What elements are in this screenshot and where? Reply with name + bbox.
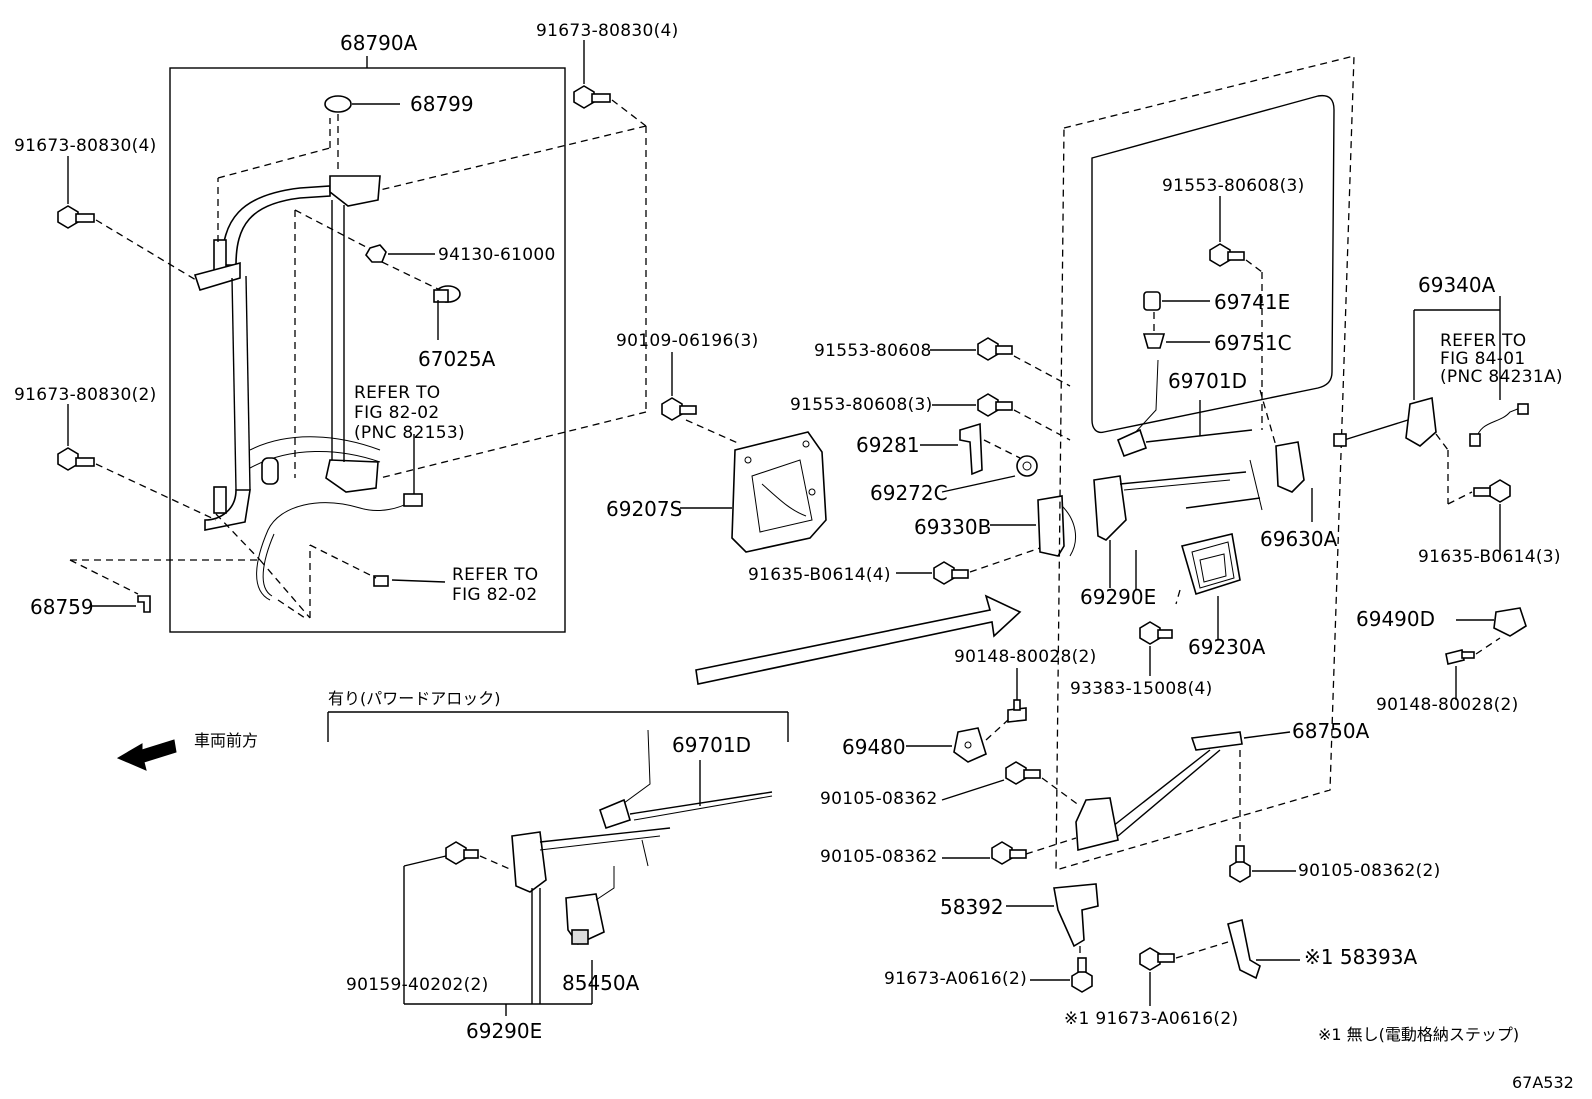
actuator-85450A xyxy=(565,893,605,946)
label-vehicle-front: 車両前方 xyxy=(194,731,258,750)
refer-82-02-b-line1: REFER TO xyxy=(452,565,538,585)
inset-power-lock xyxy=(327,711,789,1016)
bolt-91553-80608-3-mid xyxy=(977,393,1013,417)
clip-69751C xyxy=(1142,333,1166,349)
screw-90148-80028-right xyxy=(1445,649,1475,665)
part-69490D xyxy=(1493,607,1527,637)
label-68799: 68799 xyxy=(410,92,474,116)
label-68750A: 68750A xyxy=(1292,719,1370,743)
rail-tube xyxy=(221,185,331,266)
refer-84-01-line2: FIG 84-01 xyxy=(1440,349,1525,369)
stay-68750A xyxy=(1075,731,1243,852)
label-90148-80028-2-mid: 90148-80028(2) xyxy=(954,647,1097,667)
note-power-lock: 有り(パワードアロック) xyxy=(328,689,501,708)
label-90105-08362-a: 90105-08362 xyxy=(820,789,938,809)
label-90159-40202-2: 90159-40202(2) xyxy=(346,975,489,995)
wire-harness xyxy=(256,501,411,601)
bolt-91673-A0616-a xyxy=(1071,957,1093,993)
label-69480: 69480 xyxy=(842,735,906,759)
bolt-91673-80830-top xyxy=(573,85,611,109)
refer-82-02-a-line2: FIG 82-02 xyxy=(354,403,439,423)
label-93383-15008-4: 93383-15008(4) xyxy=(1070,679,1213,699)
label-69741E: 69741E xyxy=(1214,290,1290,314)
nut-94130-61000 xyxy=(365,244,387,263)
bolt-91673-80830-upper-left xyxy=(57,205,95,229)
label-90105-08362-2: 90105-08362(2) xyxy=(1298,861,1441,881)
label-68790A: 68790A xyxy=(340,31,418,55)
bracket-58393A xyxy=(1227,918,1261,980)
plate-69480 xyxy=(953,727,987,763)
label-69340A: 69340A xyxy=(1418,273,1496,297)
label-90148-80028-2-right: 90148-80028(2) xyxy=(1376,695,1519,715)
refer-84-01-line1: REFER TO xyxy=(1440,331,1526,351)
label-91553-80608-3-mid: 91553-80608(3) xyxy=(790,395,933,415)
clip-69741E xyxy=(1143,291,1161,311)
bolt-90105-08362-a xyxy=(1005,761,1041,785)
label-69330B: 69330B xyxy=(914,515,991,539)
bolt-91673-80830-lower-left xyxy=(57,447,95,471)
label-91553-80608-3-top: 91553-80608(3) xyxy=(1162,176,1305,196)
screw-90148-80028-mid xyxy=(1007,699,1027,723)
label-69290E-top: 69290E xyxy=(1080,585,1156,609)
part-69281 xyxy=(959,422,983,476)
screw-93383-15008 xyxy=(1139,621,1173,645)
label-69701D-top: 69701D xyxy=(1168,369,1247,393)
label-69751C: 69751C xyxy=(1214,331,1292,355)
part-69230A xyxy=(1180,533,1241,596)
clip-68759 xyxy=(137,595,151,613)
label-69290E-inset: 69290E xyxy=(466,1019,542,1043)
door-outline xyxy=(1055,55,1355,871)
vehicle-front-arrow xyxy=(116,739,177,771)
label-69490D: 69490D xyxy=(1356,607,1435,631)
label-91673-A0616-2-b: ※1 91673-A0616(2) xyxy=(1064,1009,1238,1029)
label-90105-08362-b: 90105-08362 xyxy=(820,847,938,867)
cap-68799 xyxy=(324,95,352,113)
footnote: ※1 無し(電動格納ステップ) xyxy=(1318,1025,1519,1044)
label-91553-80608: 91553-80608 xyxy=(814,341,932,361)
washer-69272C xyxy=(1016,455,1038,477)
label-69281: 69281 xyxy=(856,433,920,457)
label-90109-06196-3: 90109-06196(3) xyxy=(616,331,759,351)
bolt-90159-40202 xyxy=(445,841,479,865)
label-91673-80830-4-left: 91673-80830(4) xyxy=(14,136,157,156)
bolt-91635-B0614-4 xyxy=(933,561,969,585)
label-67025A: 67025A xyxy=(418,347,496,371)
label-68759: 68759 xyxy=(30,595,94,619)
label-58392: 58392 xyxy=(940,895,1004,919)
part-69330B xyxy=(1037,495,1065,557)
refer-82-02-a-line3: (PNC 82153) xyxy=(354,423,465,443)
bolt-91553-80608-3-top xyxy=(1209,243,1245,267)
bolt-91673-A0616-b xyxy=(1139,947,1175,971)
bolt-90109-06196 xyxy=(661,397,697,421)
bracket-58392 xyxy=(1053,883,1099,948)
label-69230A: 69230A xyxy=(1188,635,1266,659)
label-58393A: ※1 58393A xyxy=(1304,945,1417,969)
bolt-90105-08362-2 xyxy=(1229,845,1251,883)
label-91673-80830-2: 91673-80830(2) xyxy=(14,385,157,405)
label-85450A: 85450A xyxy=(562,971,640,995)
label-91635-B0614-4: 91635-B0614(4) xyxy=(748,565,891,585)
label-91673-80830-4-top: 91673-80830(4) xyxy=(536,21,679,41)
figure-code: 67A532 xyxy=(1512,1073,1574,1092)
label-91635-B0614-3: 91635-B0614(3) xyxy=(1418,547,1561,567)
bolt-67025A xyxy=(433,285,461,303)
label-69207S: 69207S xyxy=(606,497,682,521)
refer-82-02-a-line1: REFER TO xyxy=(354,383,440,403)
refer-84-01-line3: (PNC 84231A) xyxy=(1440,367,1563,387)
label-69701D-inset: 69701D xyxy=(672,733,751,757)
direction-arrow xyxy=(695,594,1022,685)
label-69272C: 69272C xyxy=(870,481,948,505)
refer-82-02-b-line2: FIG 82-02 xyxy=(452,585,537,605)
frame-68790A xyxy=(169,67,566,633)
label-69630A: 69630A xyxy=(1260,527,1338,551)
bezel-69207S xyxy=(731,431,827,553)
bolt-91635-B0614-3 xyxy=(1473,479,1511,503)
bolt-90105-08362-b xyxy=(991,841,1027,865)
bolt-91553-80608 xyxy=(977,337,1013,361)
group-68790A xyxy=(70,56,566,633)
part-69340A xyxy=(1405,396,1437,447)
label-94130-61000: 94130-61000 xyxy=(438,245,556,265)
label-91673-A0616-2-a: 91673-A0616(2) xyxy=(884,969,1027,989)
